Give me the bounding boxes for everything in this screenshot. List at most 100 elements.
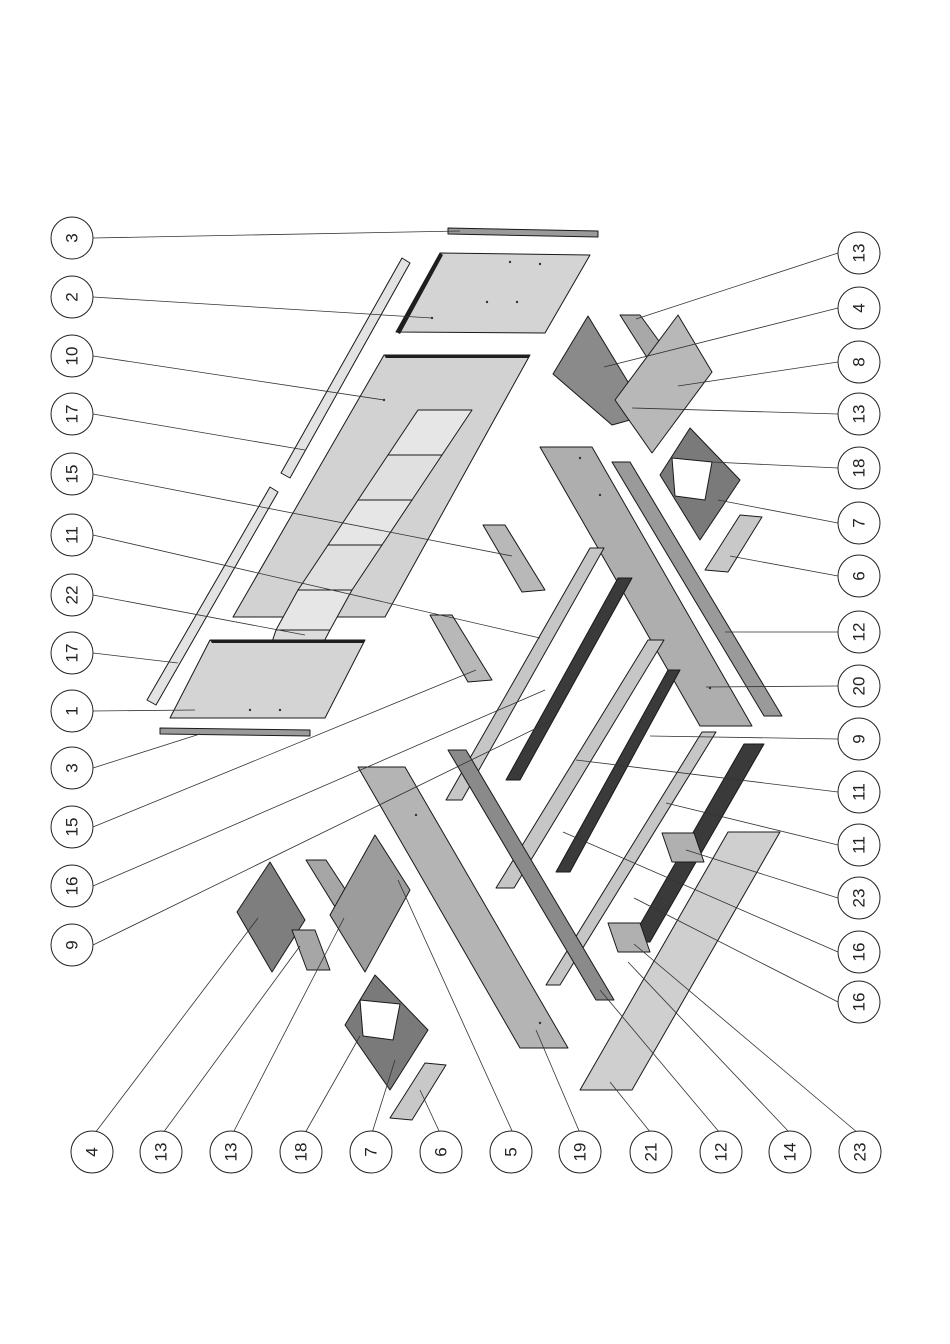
svg-text:4: 4	[83, 1147, 102, 1156]
callout-left-6: 11	[51, 514, 93, 556]
leader-right-5	[712, 462, 838, 468]
callout-left-13: 9	[51, 924, 93, 966]
leader-bottom-2	[163, 946, 300, 1133]
part-rail-top	[448, 228, 598, 237]
callout-bottom-4: 18	[280, 1131, 322, 1173]
callout-right-14: 16	[838, 931, 880, 973]
part-rail-bottom	[160, 728, 310, 736]
part-panel-1	[170, 640, 365, 718]
callouts-bottom-row: 4 13 13 18 7 6 5 19	[71, 1131, 881, 1173]
svg-text:23: 23	[850, 889, 869, 908]
svg-text:6: 6	[850, 571, 869, 580]
svg-text:13: 13	[152, 1143, 171, 1162]
callout-bottom-3: 13	[210, 1131, 252, 1173]
callout-left-1: 3	[51, 217, 93, 259]
svg-text:1: 1	[63, 706, 82, 715]
svg-text:6: 6	[432, 1147, 451, 1156]
part-slat-15a	[483, 525, 545, 592]
callout-bottom-11: 14	[769, 1131, 811, 1173]
callout-left-7: 22	[51, 574, 93, 616]
callout-left-11: 15	[51, 806, 93, 848]
svg-text:4: 4	[850, 303, 869, 312]
svg-text:17: 17	[63, 405, 82, 424]
part-panel-8	[615, 315, 712, 453]
leader-right-6	[718, 500, 838, 523]
svg-text:2: 2	[63, 292, 82, 301]
svg-text:23: 23	[851, 1143, 870, 1162]
callout-right-12: 11	[838, 824, 880, 866]
callout-bottom-9: 21	[630, 1131, 672, 1173]
callouts-right-column: 13 4 8 13 18 7 6 12	[838, 232, 880, 1023]
svg-text:22: 22	[63, 586, 82, 605]
callout-bottom-1: 4	[71, 1131, 113, 1173]
svg-text:16: 16	[63, 877, 82, 896]
leader-left-10	[93, 734, 200, 768]
svg-text:13: 13	[850, 405, 869, 424]
svg-text:3: 3	[63, 763, 82, 772]
leader-bottom-3	[233, 918, 344, 1133]
leader-bottom-4	[305, 1036, 360, 1133]
svg-text:18: 18	[850, 459, 869, 478]
svg-text:7: 7	[362, 1147, 381, 1156]
svg-text:11: 11	[63, 526, 82, 544]
callouts-left-column: 3 2 10 17 15 11 22 17	[51, 217, 93, 966]
callout-right-10: 9	[838, 718, 880, 760]
leader-left-4	[93, 414, 305, 450]
svg-text:20: 20	[850, 677, 869, 696]
svg-text:3: 3	[63, 233, 82, 242]
part-panel-4-lower	[237, 862, 305, 972]
part-panel-1-edge	[210, 640, 365, 643]
part-drawer-lower-frame	[360, 1000, 400, 1040]
leader-right-7	[730, 556, 838, 576]
callout-bottom-2: 13	[140, 1131, 182, 1173]
part-panel-2	[396, 253, 590, 333]
svg-text:16: 16	[850, 993, 869, 1012]
callout-bottom-8: 19	[559, 1131, 601, 1173]
callout-left-12: 16	[51, 865, 93, 907]
callout-left-5: 15	[51, 453, 93, 495]
svg-text:13: 13	[222, 1143, 241, 1162]
svg-text:9: 9	[850, 734, 869, 743]
callout-right-7: 6	[838, 555, 880, 597]
callout-right-3: 8	[838, 341, 880, 383]
svg-text:14: 14	[781, 1143, 800, 1162]
svg-text:5: 5	[502, 1147, 521, 1156]
callout-bottom-10: 12	[700, 1131, 742, 1173]
svg-text:11: 11	[850, 783, 869, 801]
svg-text:15: 15	[63, 465, 82, 484]
svg-text:17: 17	[63, 644, 82, 663]
callout-bottom-5: 7	[350, 1131, 392, 1173]
parts-layer	[147, 228, 782, 1120]
svg-text:18: 18	[292, 1143, 311, 1162]
callout-right-13: 23	[838, 877, 880, 919]
part-panel-5	[330, 835, 410, 972]
leader-bottom-12	[634, 944, 858, 1133]
leader-right-10	[650, 736, 838, 739]
svg-text:11: 11	[850, 836, 869, 854]
leader-bottom-1	[95, 918, 258, 1133]
callout-left-9: 1	[51, 690, 93, 732]
svg-text:12: 12	[712, 1143, 731, 1162]
callout-left-2: 2	[51, 276, 93, 318]
part-drawer-upper-frame	[672, 458, 712, 500]
callout-right-6: 7	[838, 502, 880, 544]
callout-left-3: 10	[51, 335, 93, 377]
callout-right-1: 13	[838, 232, 880, 274]
callout-left-8: 17	[51, 632, 93, 674]
callout-left-4: 17	[51, 393, 93, 435]
part-panel-10-edge	[384, 355, 530, 358]
callout-bottom-12: 23	[839, 1131, 881, 1173]
callout-right-5: 18	[838, 447, 880, 489]
svg-text:12: 12	[850, 623, 869, 642]
svg-text:9: 9	[63, 940, 82, 949]
callout-bottom-6: 6	[420, 1131, 462, 1173]
leader-left-1	[93, 231, 460, 238]
svg-text:16: 16	[850, 943, 869, 962]
callout-right-9: 20	[838, 665, 880, 707]
svg-text:21: 21	[642, 1143, 661, 1162]
svg-text:19: 19	[571, 1143, 590, 1162]
leader-right-1	[636, 253, 838, 319]
svg-text:7: 7	[850, 518, 869, 527]
